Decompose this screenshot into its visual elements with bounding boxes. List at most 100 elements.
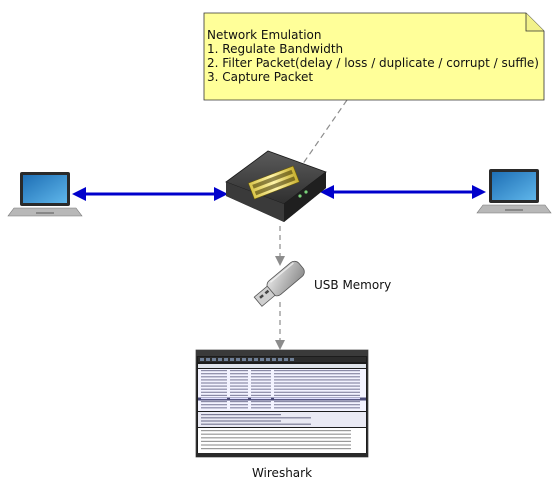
packet-row-cell bbox=[251, 370, 271, 372]
packet-row-cell bbox=[274, 376, 360, 378]
detail-line bbox=[201, 414, 281, 416]
toolbar-button-icon bbox=[266, 358, 270, 361]
toolbar-button-icon bbox=[230, 358, 234, 361]
packet-row-cell bbox=[274, 394, 360, 396]
toolbar-button-icon bbox=[212, 358, 216, 361]
packet-row-cell bbox=[274, 404, 360, 406]
wireshark-label: Wireshark bbox=[252, 466, 312, 480]
packet-row-cell bbox=[274, 370, 360, 372]
hex-line bbox=[201, 437, 351, 439]
packet-row-cell bbox=[201, 385, 227, 387]
toolbar-button-icon bbox=[200, 358, 204, 361]
usb-memory-label: USB Memory bbox=[314, 278, 391, 292]
wireshark-packet-details bbox=[201, 414, 311, 425]
wireshark-packet-list bbox=[198, 370, 366, 409]
packet-row-cell bbox=[201, 382, 227, 384]
toolbar-button-icon bbox=[254, 358, 258, 361]
packet-row-cell bbox=[201, 388, 227, 390]
packet-row-cell bbox=[230, 397, 248, 400]
packet-row-cell bbox=[201, 401, 227, 403]
packet-row-cell bbox=[230, 382, 248, 384]
toolbar-button-icon bbox=[236, 358, 240, 361]
packet-row-cell bbox=[251, 401, 271, 403]
toolbar-button-icon bbox=[206, 358, 210, 361]
packet-row-cell bbox=[201, 370, 227, 372]
usb-memory-icon bbox=[253, 260, 305, 307]
note: Network Emulation 1. Regulate Bandwidth … bbox=[203, 12, 545, 101]
wireshark-screenshot-icon bbox=[195, 349, 369, 458]
right-link-arrow-left bbox=[320, 185, 334, 199]
packet-row-cell bbox=[251, 394, 271, 396]
hex-line bbox=[201, 440, 351, 442]
detail-line bbox=[201, 423, 311, 425]
packet-row-cell bbox=[201, 391, 227, 393]
packet-row-cell bbox=[201, 373, 227, 375]
packet-row-cell bbox=[230, 391, 248, 393]
packet-row-cell bbox=[251, 382, 271, 384]
packet-row-cell bbox=[201, 404, 227, 406]
usb-to-wireshark-arrowhead bbox=[275, 340, 285, 350]
packet-row-cell bbox=[230, 388, 248, 390]
toolbar-button-icon bbox=[248, 358, 252, 361]
packet-row-cell bbox=[274, 385, 360, 387]
packet-row-cell bbox=[251, 379, 271, 381]
toolbar-button-icon bbox=[290, 358, 294, 361]
packet-row-cell bbox=[274, 379, 360, 381]
packet-row-cell bbox=[274, 388, 360, 390]
device-to-usb-arrowhead bbox=[275, 256, 285, 266]
note-line-1: Network Emulation bbox=[207, 28, 321, 42]
hex-line bbox=[201, 444, 351, 446]
hex-line bbox=[201, 448, 351, 450]
note-fold bbox=[525, 13, 544, 32]
packet-row-cell bbox=[201, 407, 227, 409]
packet-row-cell bbox=[274, 382, 360, 384]
packet-row-cell bbox=[251, 391, 271, 393]
wireshark-hex-pane bbox=[201, 430, 351, 450]
toolbar-button-icon bbox=[278, 358, 282, 361]
packet-row-cell bbox=[251, 376, 271, 378]
packet-row-cell bbox=[251, 397, 271, 400]
packet-row-cell bbox=[274, 397, 360, 400]
packet-row-cell bbox=[230, 394, 248, 396]
packet-row-cell bbox=[230, 401, 248, 403]
toolbar-button-icon bbox=[284, 358, 288, 361]
left-link bbox=[72, 187, 228, 201]
toolbar-button-icon bbox=[242, 358, 246, 361]
packet-row-cell bbox=[251, 404, 271, 406]
left-link-arrow-right bbox=[214, 187, 228, 201]
packet-row-cell bbox=[201, 397, 227, 400]
detail-line bbox=[201, 417, 311, 419]
toolbar-button-icon bbox=[260, 358, 264, 361]
right-link-arrow-right bbox=[472, 185, 486, 199]
detail-line bbox=[201, 420, 281, 422]
note-line-2: 1. Regulate Bandwidth bbox=[207, 42, 343, 56]
note-line-4: 3. Capture Packet bbox=[207, 70, 313, 84]
packet-row-cell bbox=[201, 379, 227, 381]
packet-row-cell bbox=[230, 370, 248, 372]
packet-row-cell bbox=[251, 385, 271, 387]
packet-row-cell bbox=[230, 385, 248, 387]
packet-row-cell bbox=[230, 404, 248, 406]
packet-row-cell bbox=[251, 407, 271, 409]
laptop-right-icon bbox=[476, 169, 552, 214]
left-link-arrow-left bbox=[72, 187, 86, 201]
packet-row-cell bbox=[230, 379, 248, 381]
hex-line bbox=[201, 433, 351, 435]
packet-row-cell bbox=[201, 376, 227, 378]
packet-row-cell bbox=[274, 407, 360, 409]
hex-line bbox=[201, 430, 351, 432]
laptop-left-icon bbox=[7, 172, 83, 217]
right-link bbox=[320, 185, 486, 199]
network-emulator-device-icon bbox=[225, 150, 327, 222]
packet-row-cell bbox=[230, 373, 248, 375]
toolbar-button-icon bbox=[272, 358, 276, 361]
packet-row-cell bbox=[230, 407, 248, 409]
packet-row-cell bbox=[274, 373, 360, 375]
packet-row-cell bbox=[251, 373, 271, 375]
wireshark-toolbar bbox=[200, 358, 294, 361]
packet-row-cell bbox=[230, 376, 248, 378]
packet-row-cell bbox=[201, 394, 227, 396]
note-shape bbox=[203, 12, 545, 101]
packet-row-cell bbox=[274, 401, 360, 403]
